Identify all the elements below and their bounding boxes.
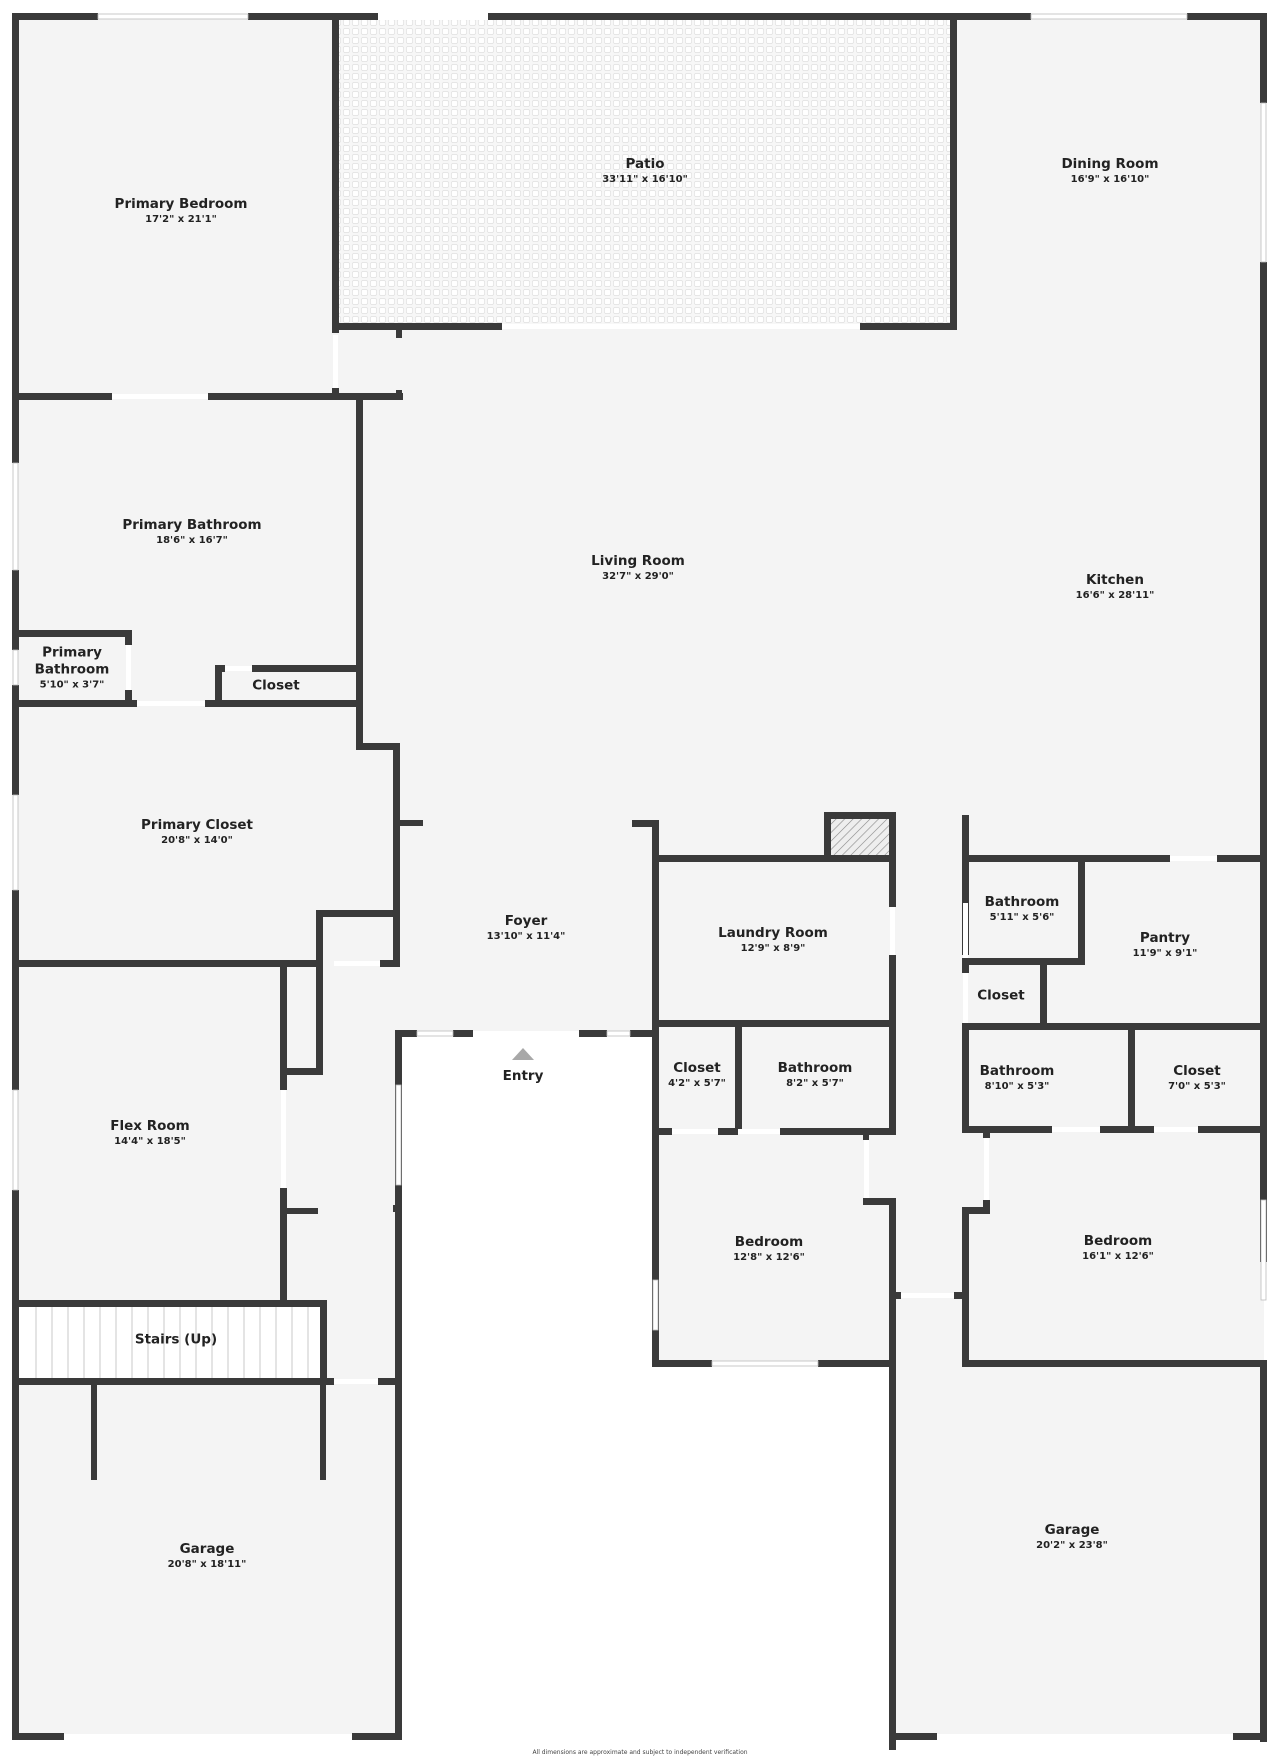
room-laundry-room: Laundry Room 12'9" x 8'9" xyxy=(718,925,828,955)
room-dimensions: 16'6" x 28'11" xyxy=(1075,590,1155,601)
room-dimensions: 20'8" x 14'0" xyxy=(161,835,233,846)
room-name: Living Room xyxy=(591,553,685,569)
room-dimensions: 13'10" x 11'4" xyxy=(486,931,566,942)
room-name: Garage xyxy=(1044,1522,1100,1538)
walls xyxy=(12,13,1267,1750)
room-bathroom-hall: Bathroom 5'11" x 5'6" xyxy=(985,894,1060,924)
patio-area xyxy=(337,20,954,328)
room-name: Primary Bathroom xyxy=(34,644,110,678)
room-closet-right: Closet 7'0" x 5'3" xyxy=(1168,1063,1226,1093)
room-dimensions: 8'2" x 5'7" xyxy=(786,1078,844,1089)
room-name: Kitchen xyxy=(1086,572,1144,588)
room-name: Flex Room xyxy=(110,1118,190,1134)
room-kitchen: Kitchen 16'6" x 28'11" xyxy=(1076,572,1155,602)
room-name: Laundry Room xyxy=(718,925,828,941)
room-name: Primary Bedroom xyxy=(114,196,248,212)
room-dimensions: 16'9" x 16'10" xyxy=(1070,174,1150,185)
room-name: Bathroom xyxy=(984,894,1060,910)
room-patio: Patio 33'11" x 16'10" xyxy=(602,156,688,186)
room-primary-bedroom: Primary Bedroom 17'2" x 21'1" xyxy=(115,196,248,226)
room-dimensions: 8'10" x 5'3" xyxy=(984,1081,1050,1092)
room-name: Foyer xyxy=(504,913,548,929)
room-dimensions: 20'2" x 23'8" xyxy=(1036,1540,1108,1551)
room-dimensions: 16'1" x 12'6" xyxy=(1082,1251,1154,1262)
room-dimensions: 5'11" x 5'6" xyxy=(989,912,1055,923)
room-pantry: Pantry 11'9" x 9'1" xyxy=(1133,930,1198,960)
room-dimensions: 18'6" x 16'7" xyxy=(156,535,228,546)
room-name: Pantry xyxy=(1139,930,1191,946)
room-dimensions: 4'2" x 5'7" xyxy=(668,1078,726,1089)
room-primary-bathroom: Primary Bathroom 18'6" x 16'7" xyxy=(122,517,261,547)
entry-label: Entry xyxy=(502,1068,544,1084)
room-bedroom-right: Bedroom 16'1" x 12'6" xyxy=(1082,1233,1154,1263)
room-closet-hall: Closet xyxy=(977,988,1024,1005)
door-openings xyxy=(64,14,1233,1739)
room-name: Primary Bathroom xyxy=(122,517,262,533)
room-name: Closet xyxy=(252,677,300,694)
room-name: Bedroom xyxy=(1083,1233,1153,1249)
room-garage-right: Garage 20'2" x 23'8" xyxy=(1036,1522,1108,1552)
room-name: Bathroom xyxy=(979,1063,1055,1079)
room-dimensions: 14'4" x 18'5" xyxy=(114,1136,186,1147)
room-bathroom-right: Bathroom 8'10" x 5'3" xyxy=(980,1063,1055,1093)
room-flex-room: Flex Room 14'4" x 18'5" xyxy=(110,1118,189,1148)
stairs-treads xyxy=(19,1307,320,1378)
room-stairs: Stairs (Up) xyxy=(135,1332,217,1349)
room-primary-bathroom-small: Primary Bathroom 5'10" x 3'7" xyxy=(35,645,110,692)
room-name: Closet xyxy=(673,1060,721,1076)
room-name: Dining Room xyxy=(1061,156,1159,172)
room-dining-room: Dining Room 16'9" x 16'10" xyxy=(1061,156,1158,186)
entry-arrow-icon xyxy=(512,1048,534,1060)
room-dimensions: 32'7" x 29'0" xyxy=(602,571,674,582)
disclaimer-note: All dimensions are approximate and subje… xyxy=(532,1749,748,1756)
room-dimensions: 17'2" x 21'1" xyxy=(145,214,217,225)
room-closet-primary: Closet xyxy=(252,678,299,695)
room-garage-left: Garage 20'8" x 18'11" xyxy=(168,1541,247,1571)
room-name: Primary Closet xyxy=(141,817,253,833)
room-dimensions: 11'9" x 9'1" xyxy=(1132,948,1198,959)
room-foyer: Foyer 13'10" x 11'4" xyxy=(487,913,566,943)
room-living-room: Living Room 32'7" x 29'0" xyxy=(591,553,685,583)
room-name: Bathroom xyxy=(777,1060,853,1076)
room-dimensions: 12'9" x 8'9" xyxy=(740,943,806,954)
room-bathroom-left: Bathroom 8'2" x 5'7" xyxy=(778,1060,853,1090)
room-name: Closet xyxy=(977,987,1025,1004)
room-dimensions: 7'0" x 5'3" xyxy=(1168,1081,1226,1092)
room-dimensions: 20'8" x 18'11" xyxy=(167,1559,247,1570)
room-name: Bedroom xyxy=(734,1234,804,1250)
room-name: Garage xyxy=(179,1541,235,1557)
fireplace-hatch xyxy=(831,819,889,855)
room-primary-closet: Primary Closet 20'8" x 14'0" xyxy=(141,817,253,847)
room-closet-left: Closet 4'2" x 5'7" xyxy=(668,1060,726,1090)
room-name: Closet xyxy=(1173,1063,1221,1079)
room-name: Stairs (Up) xyxy=(134,1331,218,1348)
room-dimensions: 33'11" x 16'10" xyxy=(602,174,688,185)
room-bedroom-left: Bedroom 12'8" x 12'6" xyxy=(733,1234,805,1264)
room-name: Patio xyxy=(625,156,665,172)
room-dimensions: 12'8" x 12'6" xyxy=(733,1252,805,1263)
room-dimensions: 5'10" x 3'7" xyxy=(39,679,105,691)
windows xyxy=(12,13,1267,1367)
